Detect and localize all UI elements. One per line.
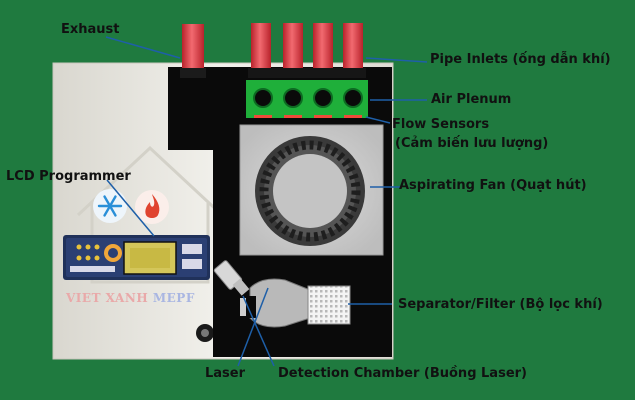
- flow-sensors: [254, 115, 362, 118]
- snowflake-icon: [93, 189, 127, 223]
- laser-label: Laser: [205, 366, 246, 381]
- exhaust-label: Exhaust: [61, 22, 120, 37]
- air-plenum-label: Air Plenum: [431, 92, 512, 107]
- lcd-programmer-label: LCD Programmer: [6, 169, 131, 184]
- lcd-programmer: [63, 235, 210, 280]
- exhaust-pipe: [180, 24, 206, 78]
- pipe-inlets: [248, 23, 366, 78]
- flame-icon: [135, 190, 169, 224]
- separator-filter: [307, 285, 351, 325]
- separator-filter-label: Separator/Filter (Bộ lọc khí): [398, 297, 603, 312]
- aspirating-fan-label: Aspirating Fan (Quạt hút): [399, 178, 587, 193]
- aspirating-fan: [239, 124, 384, 256]
- pipe-inlets-label: Pipe Inlets (ống dẫn khí): [430, 52, 611, 67]
- watermark-part1: VIET XANH: [66, 291, 149, 305]
- air-plenum: [246, 80, 368, 118]
- watermark-part2: MEPF: [152, 291, 195, 305]
- flow-sensors-label: Flow Sensors: [392, 117, 490, 132]
- detection-chamber-label: Detection Chamber (Buồng Laser): [278, 366, 527, 381]
- power-button: [196, 324, 214, 342]
- watermark: VIET XANH MEPF: [66, 291, 195, 305]
- flow-sensors-sublabel: (Cảm biến lưu lượng): [395, 136, 549, 151]
